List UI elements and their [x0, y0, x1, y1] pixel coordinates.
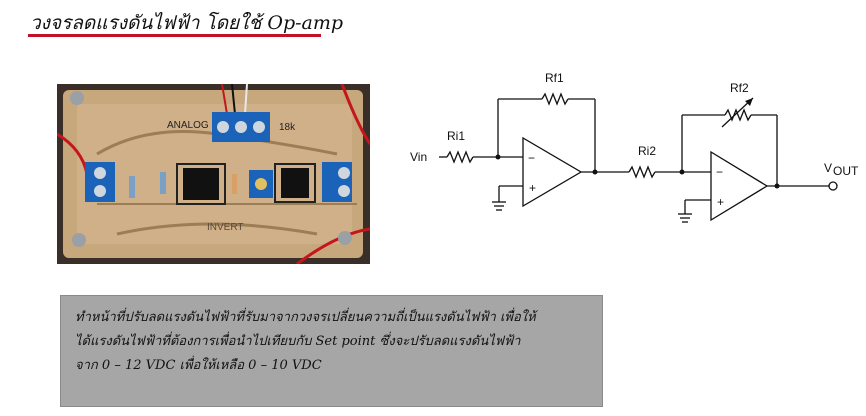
resistor-ri2: [628, 165, 656, 179]
circuit-board-photo: ANALOG 18k INVERT: [57, 84, 370, 264]
resistor-ri1: [446, 150, 474, 164]
terminal-block-right: [322, 162, 352, 202]
resistor-2: [160, 172, 166, 194]
trimmer-potentiometer: [249, 170, 273, 198]
ic-chip-right: [274, 163, 316, 203]
board-text-left: ANALOG: [167, 120, 209, 131]
opamp-2: [710, 150, 769, 222]
junction-dot: [592, 169, 598, 175]
board-text-bottom: INVERT: [207, 222, 244, 233]
description-line-1: ทำหน้าที่ปรับลดแรงดันไฟฟ้าที่รับมาจากวงจ…: [75, 310, 536, 325]
resistor-3: [232, 174, 237, 194]
label-ri2: Ri2: [638, 144, 656, 158]
description-box: ทำหน้าที่ปรับลดแรงดันไฟฟ้าที่รับมาจากวงจ…: [60, 295, 603, 407]
screw-icon: [72, 233, 86, 247]
label-rf1: Rf1: [545, 71, 564, 85]
opamp-1-minus: −: [528, 151, 535, 165]
terminal-block-left: [85, 162, 115, 202]
resistor-rf2: [724, 108, 752, 122]
opamp-circuit-diagram: Ri1 Rf1 Ri2 Rf2 Vin V OUT − + − +: [410, 71, 859, 223]
screw-icon: [338, 231, 352, 245]
opamp-2-plus: +: [717, 195, 724, 209]
label-ri1: Ri1: [447, 129, 465, 143]
board-text-right: 18k: [279, 122, 296, 133]
terminal-block-top: [212, 112, 270, 142]
opamp-1-plus: +: [529, 181, 536, 195]
arrow-head-icon: [745, 98, 753, 106]
output-terminal-icon: [828, 181, 838, 191]
junction-dot: [679, 169, 685, 175]
junction-dot: [495, 154, 501, 160]
label-vout: V: [824, 161, 832, 175]
ic-chip-left: [176, 163, 226, 205]
junction-dot: [774, 183, 780, 189]
resistor-1: [129, 176, 135, 198]
label-rf2: Rf2: [730, 81, 749, 95]
label-vout-sub: OUT: [833, 164, 859, 178]
opamp-1: [522, 136, 583, 208]
page-title: วงจรลดแรงดันไฟฟ้า โดยใช้ Op-amp: [30, 12, 344, 34]
label-vin: Vin: [410, 150, 427, 164]
description-line-3: จาก 0 – 12 VDC เพื่อให้เหลือ 0 – 10 VDC: [75, 358, 322, 373]
resistor-rf1: [541, 92, 569, 106]
title-underline: [28, 34, 321, 37]
screw-icon: [70, 91, 84, 105]
description-line-2: ได้แรงดันไฟฟ้าที่ต้องการเพื่อนำไปเทียบกั…: [75, 334, 521, 349]
opamp-2-minus: −: [716, 165, 723, 179]
